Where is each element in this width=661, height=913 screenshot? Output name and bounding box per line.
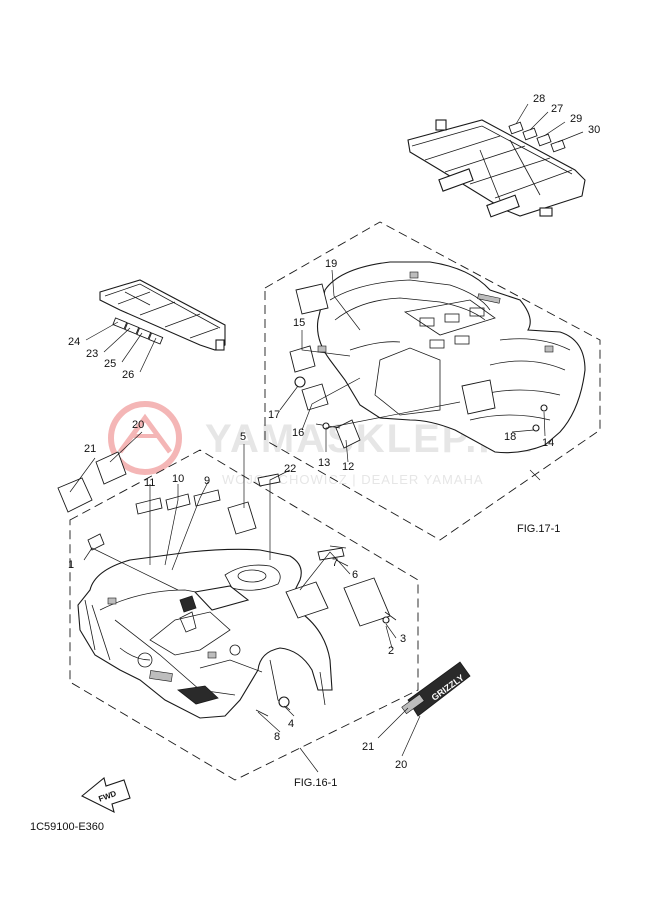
callout-16: 16 <box>292 427 304 439</box>
callout-14: 14 <box>542 437 554 449</box>
callout-2: 2 <box>388 645 394 657</box>
callout-20-bottom: 20 <box>395 759 407 771</box>
callout-4: 4 <box>288 718 294 730</box>
callout-25: 25 <box>104 358 116 370</box>
figure-ref-front: FIG.16-1 <box>294 777 337 789</box>
rear-decals <box>289 283 548 449</box>
callout-27: 27 <box>551 103 563 115</box>
callout-24: 24 <box>68 336 80 348</box>
callout-17: 17 <box>268 409 280 421</box>
callout-29: 29 <box>570 113 582 125</box>
front-fender-group-outline <box>69 449 419 781</box>
front-decals <box>57 451 397 717</box>
front-fender <box>77 548 333 719</box>
grizzly-emblem: GRIZZLY <box>377 661 471 757</box>
callout-18: 18 <box>504 431 516 443</box>
callout-3: 3 <box>400 633 406 645</box>
callout-22: 22 <box>284 463 296 475</box>
front-leaders <box>69 431 397 773</box>
carrier-decals <box>508 103 584 153</box>
rear-leaders <box>279 269 546 481</box>
callout-28: 28 <box>533 93 545 105</box>
callout-21-top: 21 <box>84 443 96 455</box>
callout-labels: 28 27 29 30 24 23 25 26 19 15 17 16 13 1… <box>30 93 600 833</box>
callout-23: 23 <box>86 348 98 360</box>
callout-15: 15 <box>293 317 305 329</box>
callout-20-top: 20 <box>132 419 144 431</box>
callout-6: 6 <box>352 569 358 581</box>
callout-8: 8 <box>274 731 280 743</box>
rear-fender-group-outline <box>264 221 601 541</box>
rear-carrier <box>407 119 586 218</box>
fwd-arrow-icon: FWD <box>80 777 131 814</box>
front-carrier <box>99 279 226 351</box>
watermark-logo-icon <box>108 401 182 475</box>
diagram-code: 1C59100-E360 <box>30 821 104 833</box>
callout-1: 1 <box>68 559 74 571</box>
rear-fender <box>316 261 586 454</box>
front-carrier-decals <box>85 317 164 373</box>
callout-26: 26 <box>122 369 134 381</box>
callout-30: 30 <box>588 124 600 136</box>
callout-19: 19 <box>325 258 337 270</box>
callout-7: 7 <box>332 557 338 569</box>
watermark-subtitle: WOJCIECHOWICZ | DEALER YAMAHA <box>222 472 484 487</box>
callout-10: 10 <box>172 473 184 485</box>
callout-5: 5 <box>240 431 246 443</box>
callout-12: 12 <box>342 461 354 473</box>
callout-9: 9 <box>204 475 210 487</box>
callout-11: 11 <box>144 477 155 489</box>
figure-ref-rear: FIG.17-1 <box>517 523 560 535</box>
callout-13: 13 <box>318 457 330 469</box>
callout-21-bottom: 21 <box>362 741 374 753</box>
